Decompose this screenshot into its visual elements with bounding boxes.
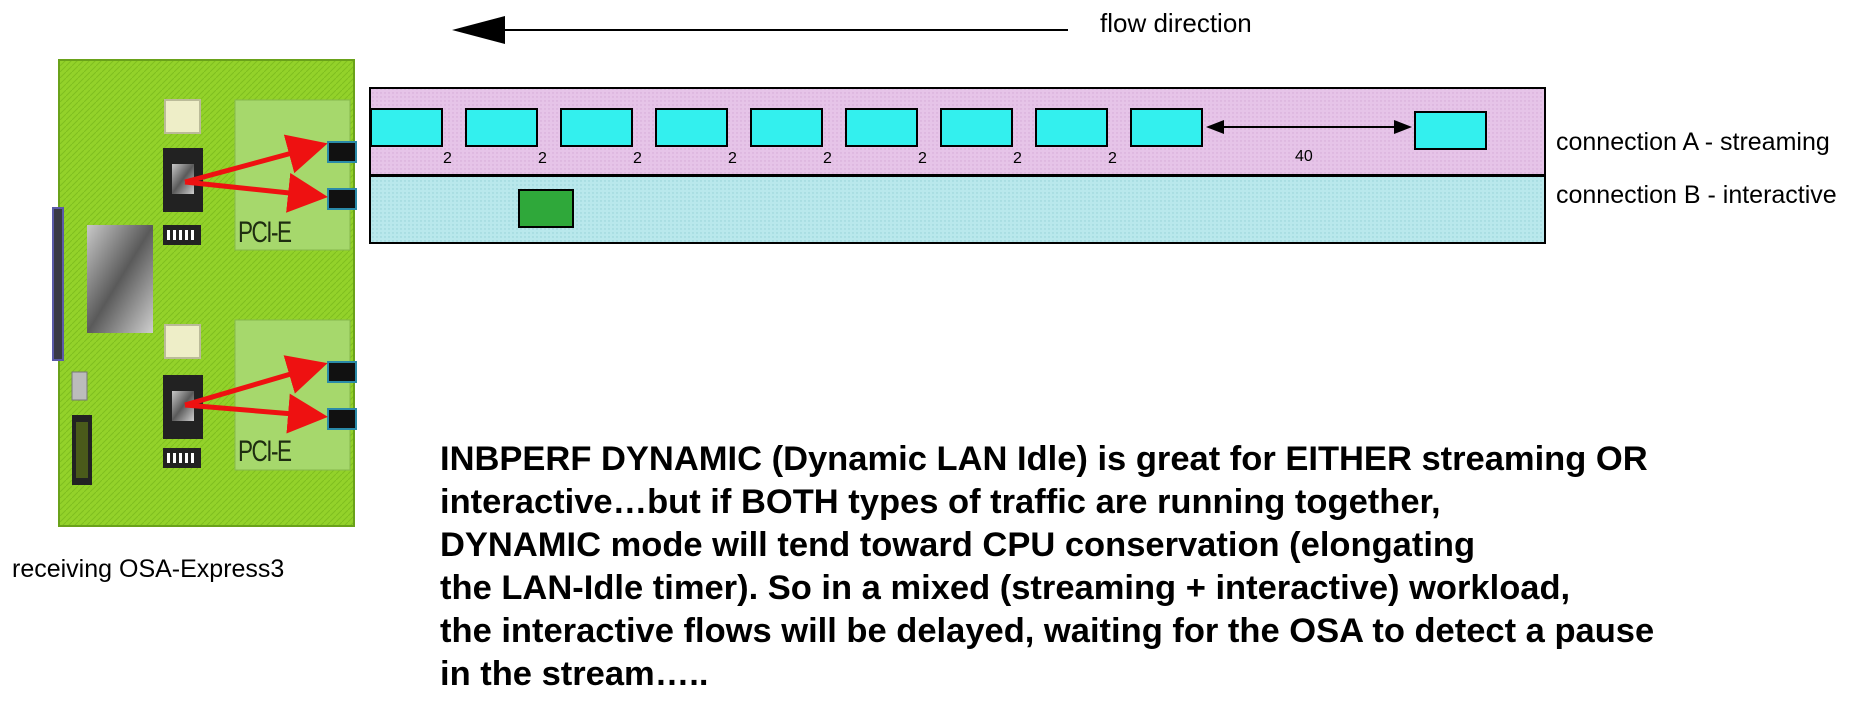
gap-label: 2 [823, 150, 832, 167]
gap-label: 2 [443, 150, 452, 167]
description-line: in the stream….. [440, 655, 709, 693]
packet [1414, 111, 1487, 150]
interactive-packet [518, 189, 574, 228]
heatsink [87, 225, 153, 333]
description-line: the interactive flows will be delayed, w… [440, 612, 1655, 650]
packet [940, 108, 1013, 147]
connection-b-label: connection B - interactive [1556, 181, 1837, 209]
packet [655, 108, 728, 147]
gap-label: 2 [633, 150, 642, 167]
packet [1035, 108, 1108, 147]
card-caption: receiving OSA-Express3 [12, 555, 285, 583]
packet [750, 108, 823, 147]
pcie-label-upper: PCI-E [238, 216, 292, 249]
gap-label: 2 [1108, 150, 1117, 167]
port-a [327, 141, 357, 163]
flow-arrow [452, 16, 1068, 44]
osa-card [52, 59, 357, 527]
description-line: interactive…but if BOTH types of traffic… [440, 483, 1441, 521]
connection-a-label: connection A - streaming [1556, 128, 1830, 156]
long-gap-label: 40 [1295, 148, 1313, 165]
gap-label: 2 [728, 150, 737, 167]
signal-arrows-lower [184, 355, 328, 434]
description-line: the LAN-Idle timer). So in a mixed (stre… [440, 569, 1571, 607]
port-c [327, 361, 357, 383]
long-gap-arrow [1206, 120, 1412, 134]
gap-label: 2 [538, 150, 547, 167]
signal-arrows-upper [184, 134, 328, 213]
edge-connector [52, 207, 64, 361]
port-d [327, 408, 357, 430]
description-text: INBPERF DYNAMIC (Dynamic LAN Idle) is gr… [440, 438, 1860, 696]
streaming-packets [370, 108, 1487, 150]
port-b [327, 188, 357, 210]
description-line: INBPERF DYNAMIC (Dynamic LAN Idle) is gr… [440, 440, 1648, 478]
flow-direction-label: flow direction [1100, 8, 1252, 38]
packet [845, 108, 918, 147]
packet [560, 108, 633, 147]
packet [370, 108, 443, 147]
packet [465, 108, 538, 147]
packet [1130, 108, 1203, 147]
gap-label: 2 [1013, 150, 1022, 167]
gap-label: 2 [918, 150, 927, 167]
description-line: DYNAMIC mode will tend toward CPU conser… [440, 526, 1476, 564]
pcie-label-lower: PCI-E [238, 435, 292, 468]
